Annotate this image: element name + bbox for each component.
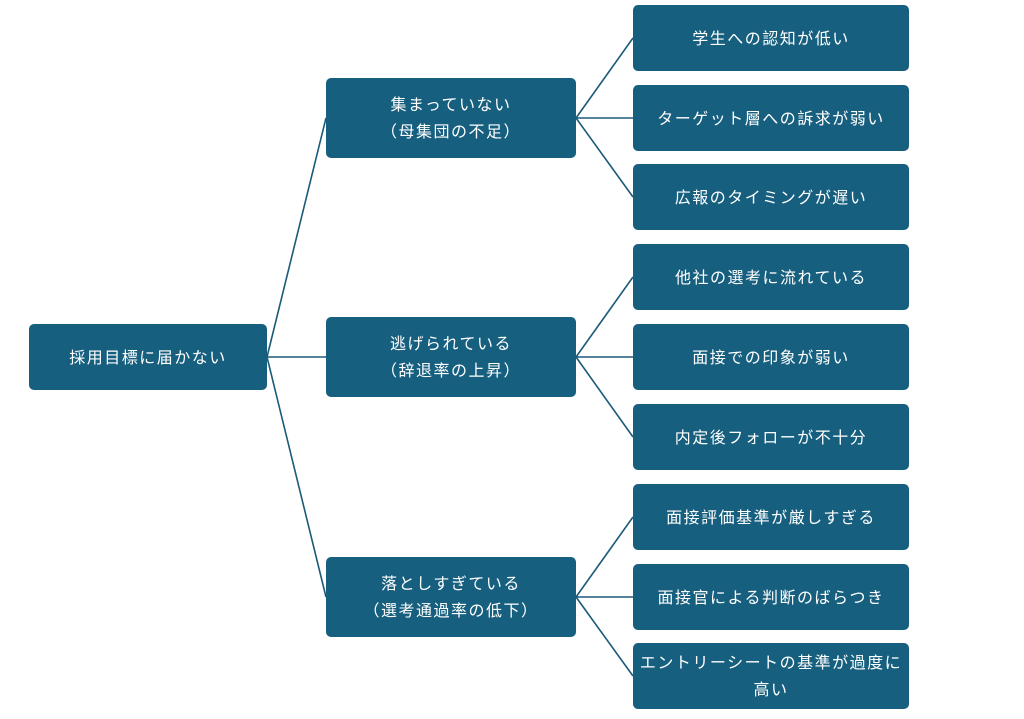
connector-branch-3-leaf-1	[575, 516, 634, 598]
connector-branch-1-leaf-1	[575, 37, 634, 119]
branch-1-subtitle: （母集団の不足）	[380, 122, 521, 141]
leaf-label: 学生への認知が低い	[692, 28, 850, 48]
leaf-node-2-1: 他社の選考に流れている	[633, 244, 909, 310]
connector-branch-2-leaf-1	[575, 276, 634, 358]
leaf-label: 他社の選考に流れている	[674, 267, 868, 287]
branch-node-2: 逃げられている （辞退率の上昇）	[326, 317, 576, 397]
leaf-node-2-3: 内定後フォローが不十分	[633, 404, 909, 470]
branch-3-title: 落としすぎている	[381, 574, 521, 593]
root-label: 採用目標に届かない	[69, 347, 227, 367]
leaf-node-1-3: 広報のタイミングが遅い	[633, 164, 909, 230]
connector-root-branch-3	[266, 356, 327, 598]
leaf-label: 面接評価基準が厳しすぎる	[666, 507, 876, 527]
branch-3-subtitle: （選考通過率の低下）	[363, 601, 539, 620]
leaf-node-3-2: 面接官による判断のばらつき	[633, 564, 909, 630]
connector-branch-1-leaf-3	[575, 117, 634, 198]
branch-2-subtitle: （辞退率の上昇）	[380, 361, 521, 380]
leaf-label: 内定後フォローが不十分	[674, 427, 868, 447]
branch-node-3: 落としすぎている （選考通過率の低下）	[326, 557, 576, 637]
leaf-node-3-3: エントリーシートの基準が過度に高い	[633, 643, 909, 709]
leaf-node-1-2: ターゲット層への訴求が弱い	[633, 85, 909, 151]
leaf-label: 広報のタイミングが遅い	[674, 187, 868, 207]
leaf-node-3-1: 面接評価基準が厳しすぎる	[633, 484, 909, 550]
root-node: 採用目標に届かない	[29, 324, 267, 390]
leaf-node-1-1: 学生への認知が低い	[633, 5, 909, 71]
branch-node-1: 集まっていない （母集団の不足）	[326, 78, 576, 158]
leaf-label: エントリーシートの基準が過度に高い	[639, 653, 903, 699]
connector-root-branch-1	[266, 117, 327, 358]
leaf-label: ターゲット層への訴求が弱い	[657, 108, 885, 128]
branch-2-title: 逃げられている	[389, 334, 513, 353]
branch-1-title: 集まっていない	[390, 95, 512, 114]
connector-branch-3-leaf-3	[575, 596, 634, 677]
leaf-label: 面接官による判断のばらつき	[657, 587, 885, 607]
leaf-node-2-2: 面接での印象が弱い	[633, 324, 909, 390]
leaf-label: 面接での印象が弱い	[692, 347, 850, 367]
connector-branch-2-leaf-3	[575, 356, 634, 438]
